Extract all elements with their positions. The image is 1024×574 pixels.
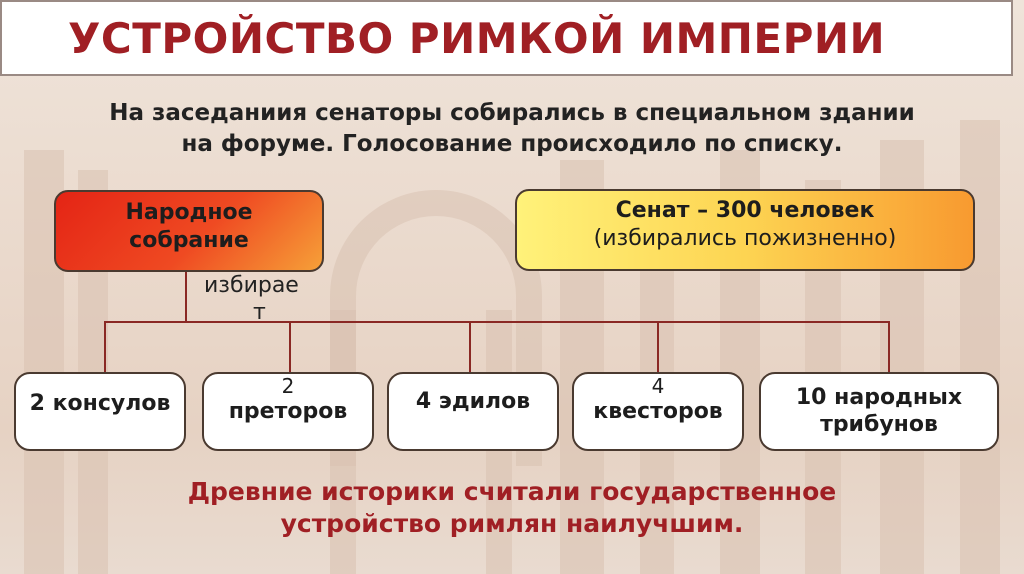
elects-label: избирае xyxy=(204,273,299,298)
connector-drop-1 xyxy=(104,321,106,372)
senate-line-2: (избирались пожизненно) xyxy=(593,226,897,251)
connector-drop-5 xyxy=(888,321,890,372)
connector-drop-4 xyxy=(657,321,659,372)
aediles-box: 4 эдилов xyxy=(387,372,559,451)
consuls-label: 2 консулов xyxy=(29,391,171,416)
praetors-label: преторов xyxy=(228,399,348,424)
assembly-line-1: Народное xyxy=(125,200,253,225)
praetors-box: 2 преторов xyxy=(202,372,374,451)
footer-line-1: Древние историки считали государственное xyxy=(187,477,837,506)
intro-line-1: На заседаниия сенаторы собирались в спец… xyxy=(109,100,915,126)
page-title: УСТРОЙСТВО РИМКОЙ ИМПЕРИИ xyxy=(68,13,886,63)
elects-label-tail: т xyxy=(253,300,266,325)
connector-horizontal xyxy=(104,321,890,323)
connector-drop-3 xyxy=(469,321,471,372)
peoples-assembly-box: Народное собрание xyxy=(54,190,324,272)
connector-vertical-main xyxy=(185,272,187,322)
aediles-label: 4 эдилов xyxy=(415,389,531,414)
intro-text: На заседаниия сенаторы собирались в спец… xyxy=(0,98,1024,160)
senate-line-1: Сенат – 300 человек xyxy=(615,198,875,223)
quaestors-label: квесторов xyxy=(593,399,723,424)
tribunes-label: 10 народных трибунов xyxy=(795,385,963,437)
connector-drop-2 xyxy=(289,321,291,372)
title-banner: УСТРОЙСТВО РИМКОЙ ИМПЕРИИ xyxy=(0,0,1013,76)
quaestors-box: 4 квесторов xyxy=(572,372,744,451)
footer-line-2: устройство римлян наилучшим. xyxy=(280,509,744,538)
intro-line-2: на форуме. Голосование происходило по сп… xyxy=(181,131,843,157)
praetors-count: 2 xyxy=(281,374,295,398)
senate-box: Сенат – 300 человек (избирались пожизнен… xyxy=(515,189,975,271)
tribunes-box: 10 народных трибунов xyxy=(759,372,999,451)
quaestors-count: 4 xyxy=(651,374,665,398)
footer-text: Древние историки считали государственное… xyxy=(0,476,1024,540)
consuls-box: 2 консулов xyxy=(14,372,186,451)
assembly-line-2: собрание xyxy=(129,228,249,253)
